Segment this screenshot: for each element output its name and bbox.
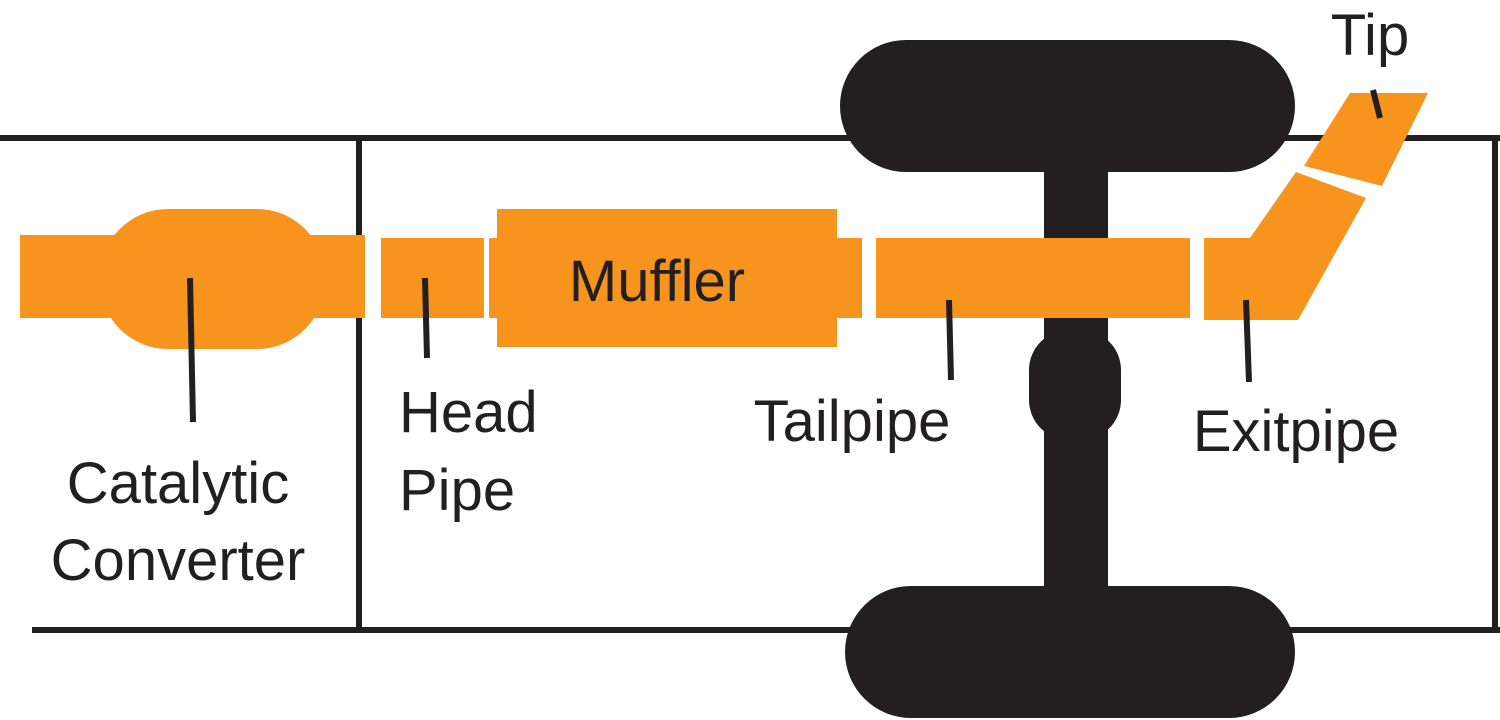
- catalytic-converter-label-line2: Converter: [51, 528, 306, 593]
- tailpipe-label: Tailpipe: [754, 389, 951, 454]
- tailpipe-segment: [876, 238, 1190, 318]
- catalytic-converter-body: [100, 209, 325, 349]
- head-pipe-label-line1: Head: [399, 380, 538, 445]
- muffler-body: [497, 209, 837, 347]
- bottom-wheel: [845, 586, 1295, 718]
- top-wheel: [840, 40, 1295, 172]
- head-pipe-segment: [381, 238, 484, 318]
- catalytic-converter-leader: [187, 277, 196, 423]
- rear-axle-assembly: [840, 40, 1295, 718]
- tip-label: Tip: [1331, 3, 1409, 68]
- muffler-label: Muffler: [569, 249, 745, 314]
- tailpipe-leader: [946, 299, 954, 381]
- head-pipe-leader: [422, 277, 430, 359]
- exitpipe-leader: [1243, 299, 1252, 383]
- component-labels: Catalytic Converter Head Pipe Muffler Ta…: [51, 3, 1410, 593]
- leader-lines: [187, 89, 1383, 423]
- differential: [1029, 330, 1121, 440]
- head-pipe-label-line2: Pipe: [399, 458, 515, 523]
- catalytic-converter-label-line1: Catalytic: [67, 451, 289, 516]
- exitpipe-label: Exitpipe: [1193, 399, 1399, 464]
- exhaust-components: [20, 93, 1428, 349]
- tip-segment: [1304, 93, 1428, 186]
- muffler-outlet-stub: [830, 238, 862, 318]
- tip-leader: [1370, 89, 1383, 119]
- exitpipe-segment: [1204, 172, 1366, 320]
